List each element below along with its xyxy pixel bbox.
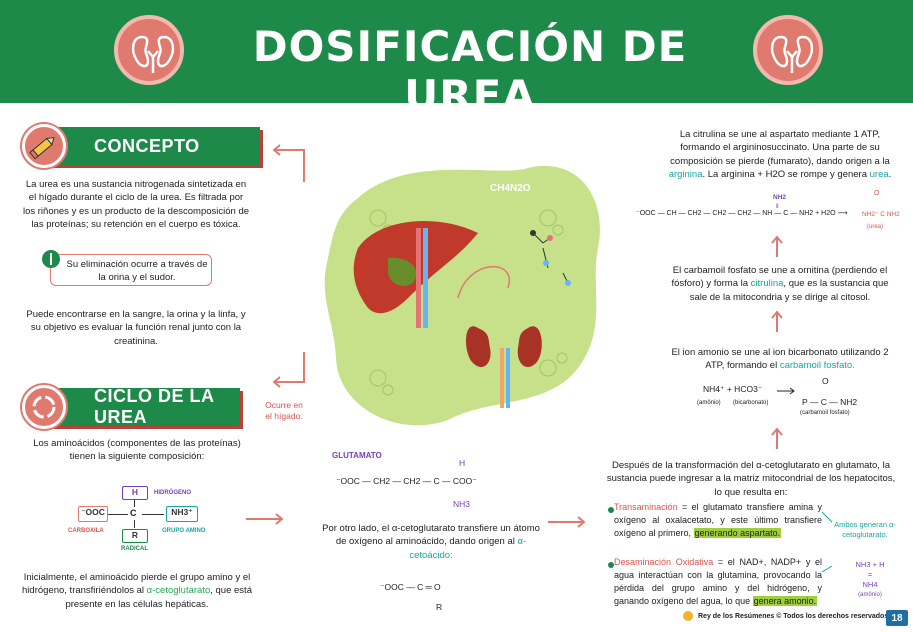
amino-label: GRUPO AMINO xyxy=(162,528,206,534)
kidney-icon-right xyxy=(753,15,823,85)
carbamoyl-text: El carbamoil fosfato se une a ornitina (… xyxy=(671,265,889,303)
carboxyl-chip: ⁻OOC xyxy=(78,506,108,522)
arginine-formula: ⁻OOC — CH — CH2 — CH2 — CH2 — NH — C — N… xyxy=(636,210,848,217)
carbon-atom: C xyxy=(130,508,137,518)
arrow-to-matrix xyxy=(548,516,586,528)
bracket-lines xyxy=(821,511,833,573)
after-transform-text: Después de la transformación del α-cetog… xyxy=(606,460,896,498)
concept-tab: CONCEPTO xyxy=(42,127,260,165)
elimination-note: Su eliminación ocurre a través de la ori… xyxy=(66,259,208,284)
citrulline-text: La citrulina se une al aspartato mediant… xyxy=(668,129,892,181)
bicarbonate-label: (bicarbonato) xyxy=(733,400,769,406)
bullet-1 xyxy=(608,507,614,513)
glutamate-formula: ⁻OOC — CH2 — CH2 — C — COO⁻ xyxy=(336,476,477,486)
concept-paragraph-2: Puede encontrarse en la sangre, la orina… xyxy=(26,309,246,347)
ammonium-formula: NH4⁺ + HCO3⁻ xyxy=(703,384,763,394)
carboxyl-label: CARBOXILA xyxy=(68,528,104,534)
amino-chip: NH3⁺ xyxy=(166,506,198,522)
carbamoyl-formula: P — C — NH2 xyxy=(802,397,858,407)
hydrogen-label: HIDRÓGENO xyxy=(154,490,192,496)
transamination-term: Transaminación xyxy=(614,502,678,512)
bullet-2 xyxy=(608,562,614,568)
urea-label: (urea) xyxy=(867,224,884,230)
page-title: DOSIFICACIÓN DE UREA xyxy=(252,22,688,120)
transamination-text: Transaminación = el glutamato transfiere… xyxy=(614,502,822,539)
ketoacid-highlight: α-cetoácido: xyxy=(409,536,527,561)
glutamate-nh3: NH3 xyxy=(453,499,471,509)
ammonium-label: (amônio) xyxy=(697,400,721,406)
urea-formula: NH2⁻ C NH2 xyxy=(862,211,900,218)
reaction-arrow xyxy=(777,387,795,395)
ketoacid-formula: ⁻OOC — C ═ O xyxy=(380,582,441,592)
ammonium-highlight: genera amonio. xyxy=(752,596,818,607)
radical-label: RADICAL xyxy=(121,546,148,552)
urea-oxygen: O xyxy=(874,190,880,197)
both-generate-note: Ambos generan α-cetoglutarato. xyxy=(834,520,896,539)
aspartate-highlight: generando aspartato. xyxy=(693,528,782,539)
hydrogen-chip: H xyxy=(122,486,148,500)
pencil-icon xyxy=(22,124,66,168)
cycle-title: CICLO DE LA UREA xyxy=(94,386,214,427)
carbamoyl-label: (carbamoil fosfato) xyxy=(800,410,850,416)
bond-left xyxy=(108,514,128,516)
info-icon xyxy=(42,250,60,268)
composition-text: Los aminoácidos (componentes de las prot… xyxy=(33,438,241,463)
bond-bottom xyxy=(134,520,136,528)
carbamoyl-oxygen: O xyxy=(822,376,829,386)
urea-formula-label: CH4N2O xyxy=(490,183,531,194)
ammonium-text: El ion amonio se une al ion bicarbonato … xyxy=(671,347,889,372)
arrow-to-glutamate xyxy=(246,513,284,525)
glutamate-label: GLUTAMATO xyxy=(332,451,382,460)
bond-right xyxy=(142,514,164,516)
arginine-bond: ‖ xyxy=(776,203,779,210)
concept-title: CONCEPTO xyxy=(94,135,200,156)
crown-icon xyxy=(683,611,693,621)
arginine-highlight: arginina xyxy=(668,169,703,181)
liver-kidney-illustration xyxy=(324,165,600,426)
deamination-term: Desaminación Oxidativa xyxy=(614,557,714,567)
liver-note: Ocurre en el hígado. xyxy=(265,400,303,422)
ammonium-equation: NH3 + H = NH4 (amônio) xyxy=(855,560,885,599)
flow-arrows-left xyxy=(272,144,305,388)
ketoglutarate-highlight: α-cetoglutarato xyxy=(146,585,211,597)
radical-chip: R xyxy=(122,529,148,543)
deamination-text: Desaminación Oxidativa = el NAD+, NADP+ … xyxy=(614,557,822,607)
arrow-up-2 xyxy=(771,310,783,332)
kidney-icon-left xyxy=(114,15,184,85)
cycle-tab: CICLO DE LA UREA xyxy=(42,386,240,427)
carbamoyl-highlight: carbamoil fosfato. xyxy=(779,360,855,372)
page-number: 18 xyxy=(886,610,908,626)
concept-paragraph: La urea es una sustancia nitrogenada sin… xyxy=(22,179,250,231)
citrulline-highlight: citrulina xyxy=(750,278,784,290)
amino-acid-diagram: H HIDRÓGENO ⁻OOC CARBOXILA C NH3⁺ GRUPO … xyxy=(62,482,262,558)
initially-text: Inicialmente, el aminoácido pierde el gr… xyxy=(22,572,252,610)
elimination-note-box: Su eliminación ocurre a través de la ori… xyxy=(50,254,212,286)
arrow-up-1 xyxy=(771,235,783,257)
arginine-nh2: NH2 xyxy=(773,194,787,201)
arrow-up-3 xyxy=(771,427,783,449)
transfer-text: Por otro lado, el α-cetoglutarato transf… xyxy=(322,523,540,561)
urea-highlight: urea xyxy=(869,169,889,181)
bond-top xyxy=(134,500,136,507)
footer-text: Rey de los Resúmenes © Todos los derecho… xyxy=(698,613,889,620)
cycle-icon xyxy=(22,385,66,429)
glutamate-h: H xyxy=(459,458,466,468)
ketoacid-r: R xyxy=(436,602,443,612)
